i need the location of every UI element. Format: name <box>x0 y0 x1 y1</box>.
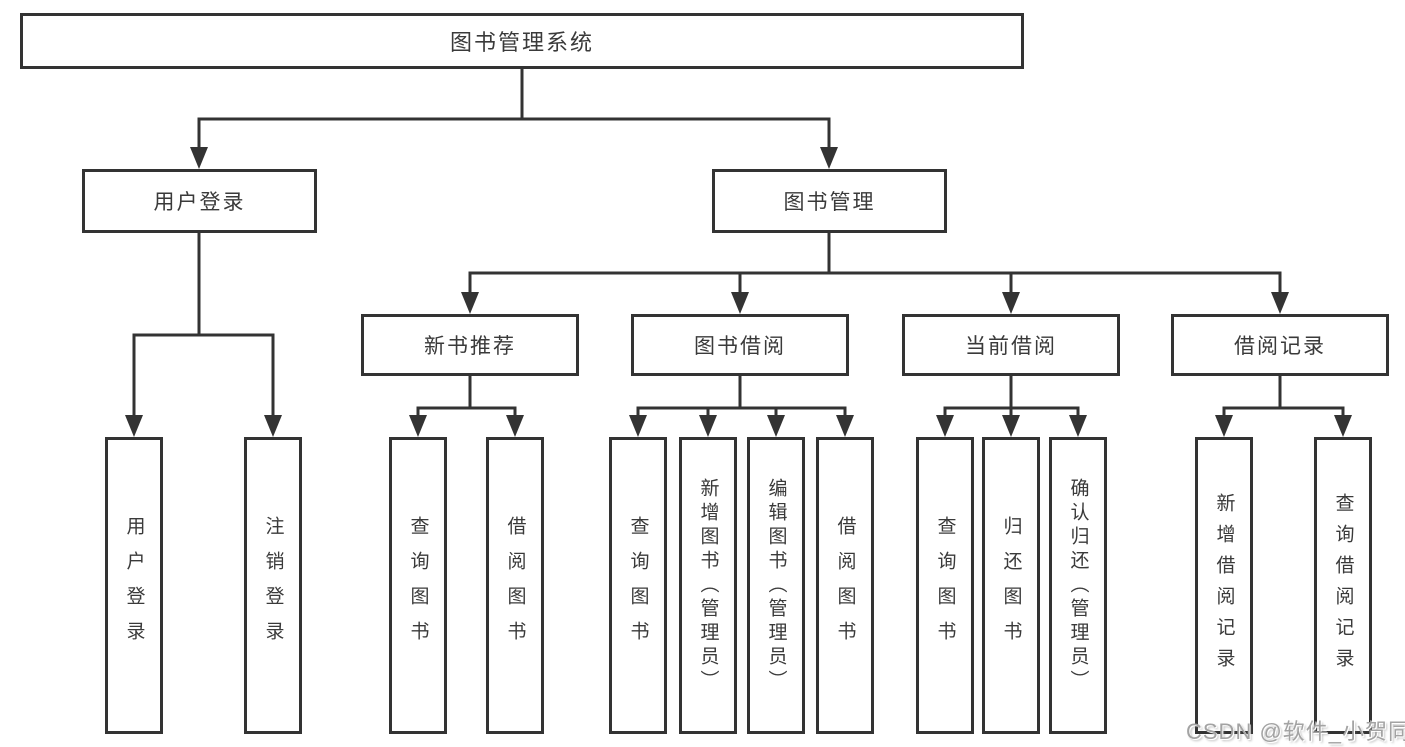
node-library-system: 图书管理系统 <box>20 13 1024 69</box>
node-label: 用户登录 <box>123 515 145 656</box>
leaf-borrow-books-borrowing: 借阅图书 <box>816 437 874 734</box>
leaf-logout: 注销登录 <box>244 437 302 734</box>
node-label: 新增借阅记录 <box>1213 492 1235 679</box>
leaf-search-books-current: 查询图书 <box>916 437 974 734</box>
node-label: 借阅图书 <box>834 515 856 656</box>
node-label: 图书管理 <box>783 191 876 214</box>
node-book-management: 图书管理 <box>712 169 947 233</box>
leaf-search-books-recommend: 查询图书 <box>389 437 447 734</box>
leaf-search-borrow-record: 查询借阅记录 <box>1314 437 1372 734</box>
leaf-edit-books-admin: 编辑图书（管理员） <box>747 437 805 734</box>
node-label: 归还图书 <box>1000 515 1022 656</box>
node-label: 图书借阅 <box>694 335 786 358</box>
leaf-return-books: 归还图书 <box>982 437 1040 734</box>
node-label: 注销登录 <box>262 515 284 656</box>
node-label: 查询借阅记录 <box>1332 492 1354 679</box>
node-label: 借阅记录 <box>1234 335 1326 358</box>
leaf-add-books-admin: 新增图书（管理员） <box>679 437 737 734</box>
node-label: 当前借阅 <box>965 335 1057 358</box>
leaf-search-books-borrowing: 查询图书 <box>609 437 667 734</box>
node-borrowing-records: 借阅记录 <box>1171 314 1389 376</box>
node-label: 图书管理系统 <box>449 30 594 55</box>
watermark: CSDN @软件_小贺同学 <box>1186 719 1405 744</box>
node-new-book-recommendation: 新书推荐 <box>361 314 579 376</box>
node-current-borrowing: 当前借阅 <box>902 314 1120 376</box>
leaf-add-borrow-record: 新增借阅记录 <box>1195 437 1253 734</box>
node-user-login: 用户登录 <box>82 169 317 233</box>
leaf-confirm-return-admin: 确认归还（管理员） <box>1049 437 1107 734</box>
node-label: 查询图书 <box>407 515 429 656</box>
node-label: 确认归还（管理员） <box>1067 477 1089 694</box>
node-label: 新增图书（管理员） <box>697 477 719 694</box>
node-label: 用户登录 <box>153 191 246 214</box>
leaf-user-login: 用户登录 <box>105 437 163 734</box>
node-label: 新书推荐 <box>424 335 516 358</box>
node-label: 编辑图书（管理员） <box>765 477 787 694</box>
node-label: 借阅图书 <box>504 515 526 656</box>
node-label: 查询图书 <box>934 515 956 656</box>
leaf-borrow-books-recommend: 借阅图书 <box>486 437 544 734</box>
node-label: 查询图书 <box>627 515 649 656</box>
node-book-borrowing: 图书借阅 <box>631 314 849 376</box>
